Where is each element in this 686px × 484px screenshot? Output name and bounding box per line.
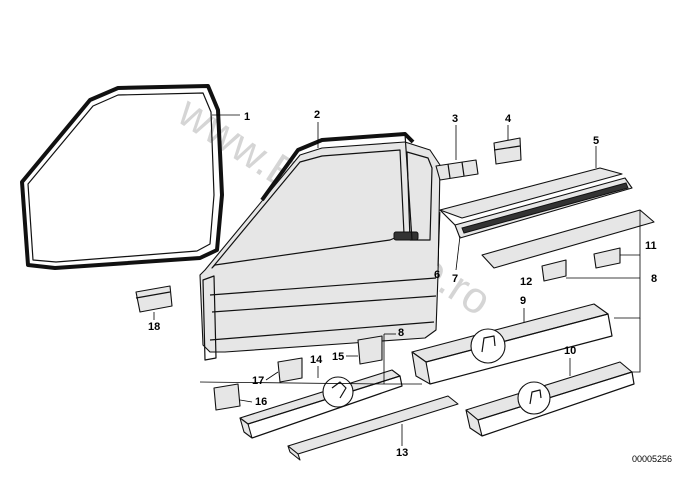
rocker-10-part xyxy=(465,361,635,437)
callout-17: 17 xyxy=(252,375,264,387)
callout-15: 15 xyxy=(332,351,344,363)
callout-13: 13 xyxy=(396,447,408,459)
callout-4: 4 xyxy=(505,113,512,125)
callout-11: 11 xyxy=(645,240,657,252)
callout-18: 18 xyxy=(148,321,160,333)
callout-16: 16 xyxy=(255,396,267,408)
clip-15-part xyxy=(357,335,383,365)
door-part xyxy=(199,132,441,361)
reference-number: 00005256 xyxy=(632,454,672,464)
clip-18-part xyxy=(135,285,173,313)
callout-9: 9 xyxy=(520,295,526,307)
rocker-9-part xyxy=(411,303,613,385)
callout-12: 12 xyxy=(520,276,532,288)
leader-lines xyxy=(153,114,641,446)
callout-6: 6 xyxy=(434,269,440,281)
callout-8-right: 8 xyxy=(651,273,657,285)
callout-3: 3 xyxy=(452,113,458,125)
callout-10: 10 xyxy=(564,345,576,357)
door-seal-part xyxy=(20,84,224,270)
clip-17-part xyxy=(277,357,303,383)
callout-7: 7 xyxy=(452,273,458,285)
lower-trim-13-part xyxy=(287,395,459,461)
clip-3-part xyxy=(435,159,479,181)
clip-4-part xyxy=(493,137,522,165)
callout-14: 14 xyxy=(310,354,323,366)
trim-strip-part xyxy=(481,209,655,282)
callout-8-lower: 8 xyxy=(398,327,404,339)
callout-1: 1 xyxy=(244,111,250,123)
callout-2: 2 xyxy=(314,109,320,121)
callout-5: 5 xyxy=(593,135,599,147)
clip-16-part xyxy=(213,383,241,411)
sill-trim-5-part xyxy=(439,167,633,239)
